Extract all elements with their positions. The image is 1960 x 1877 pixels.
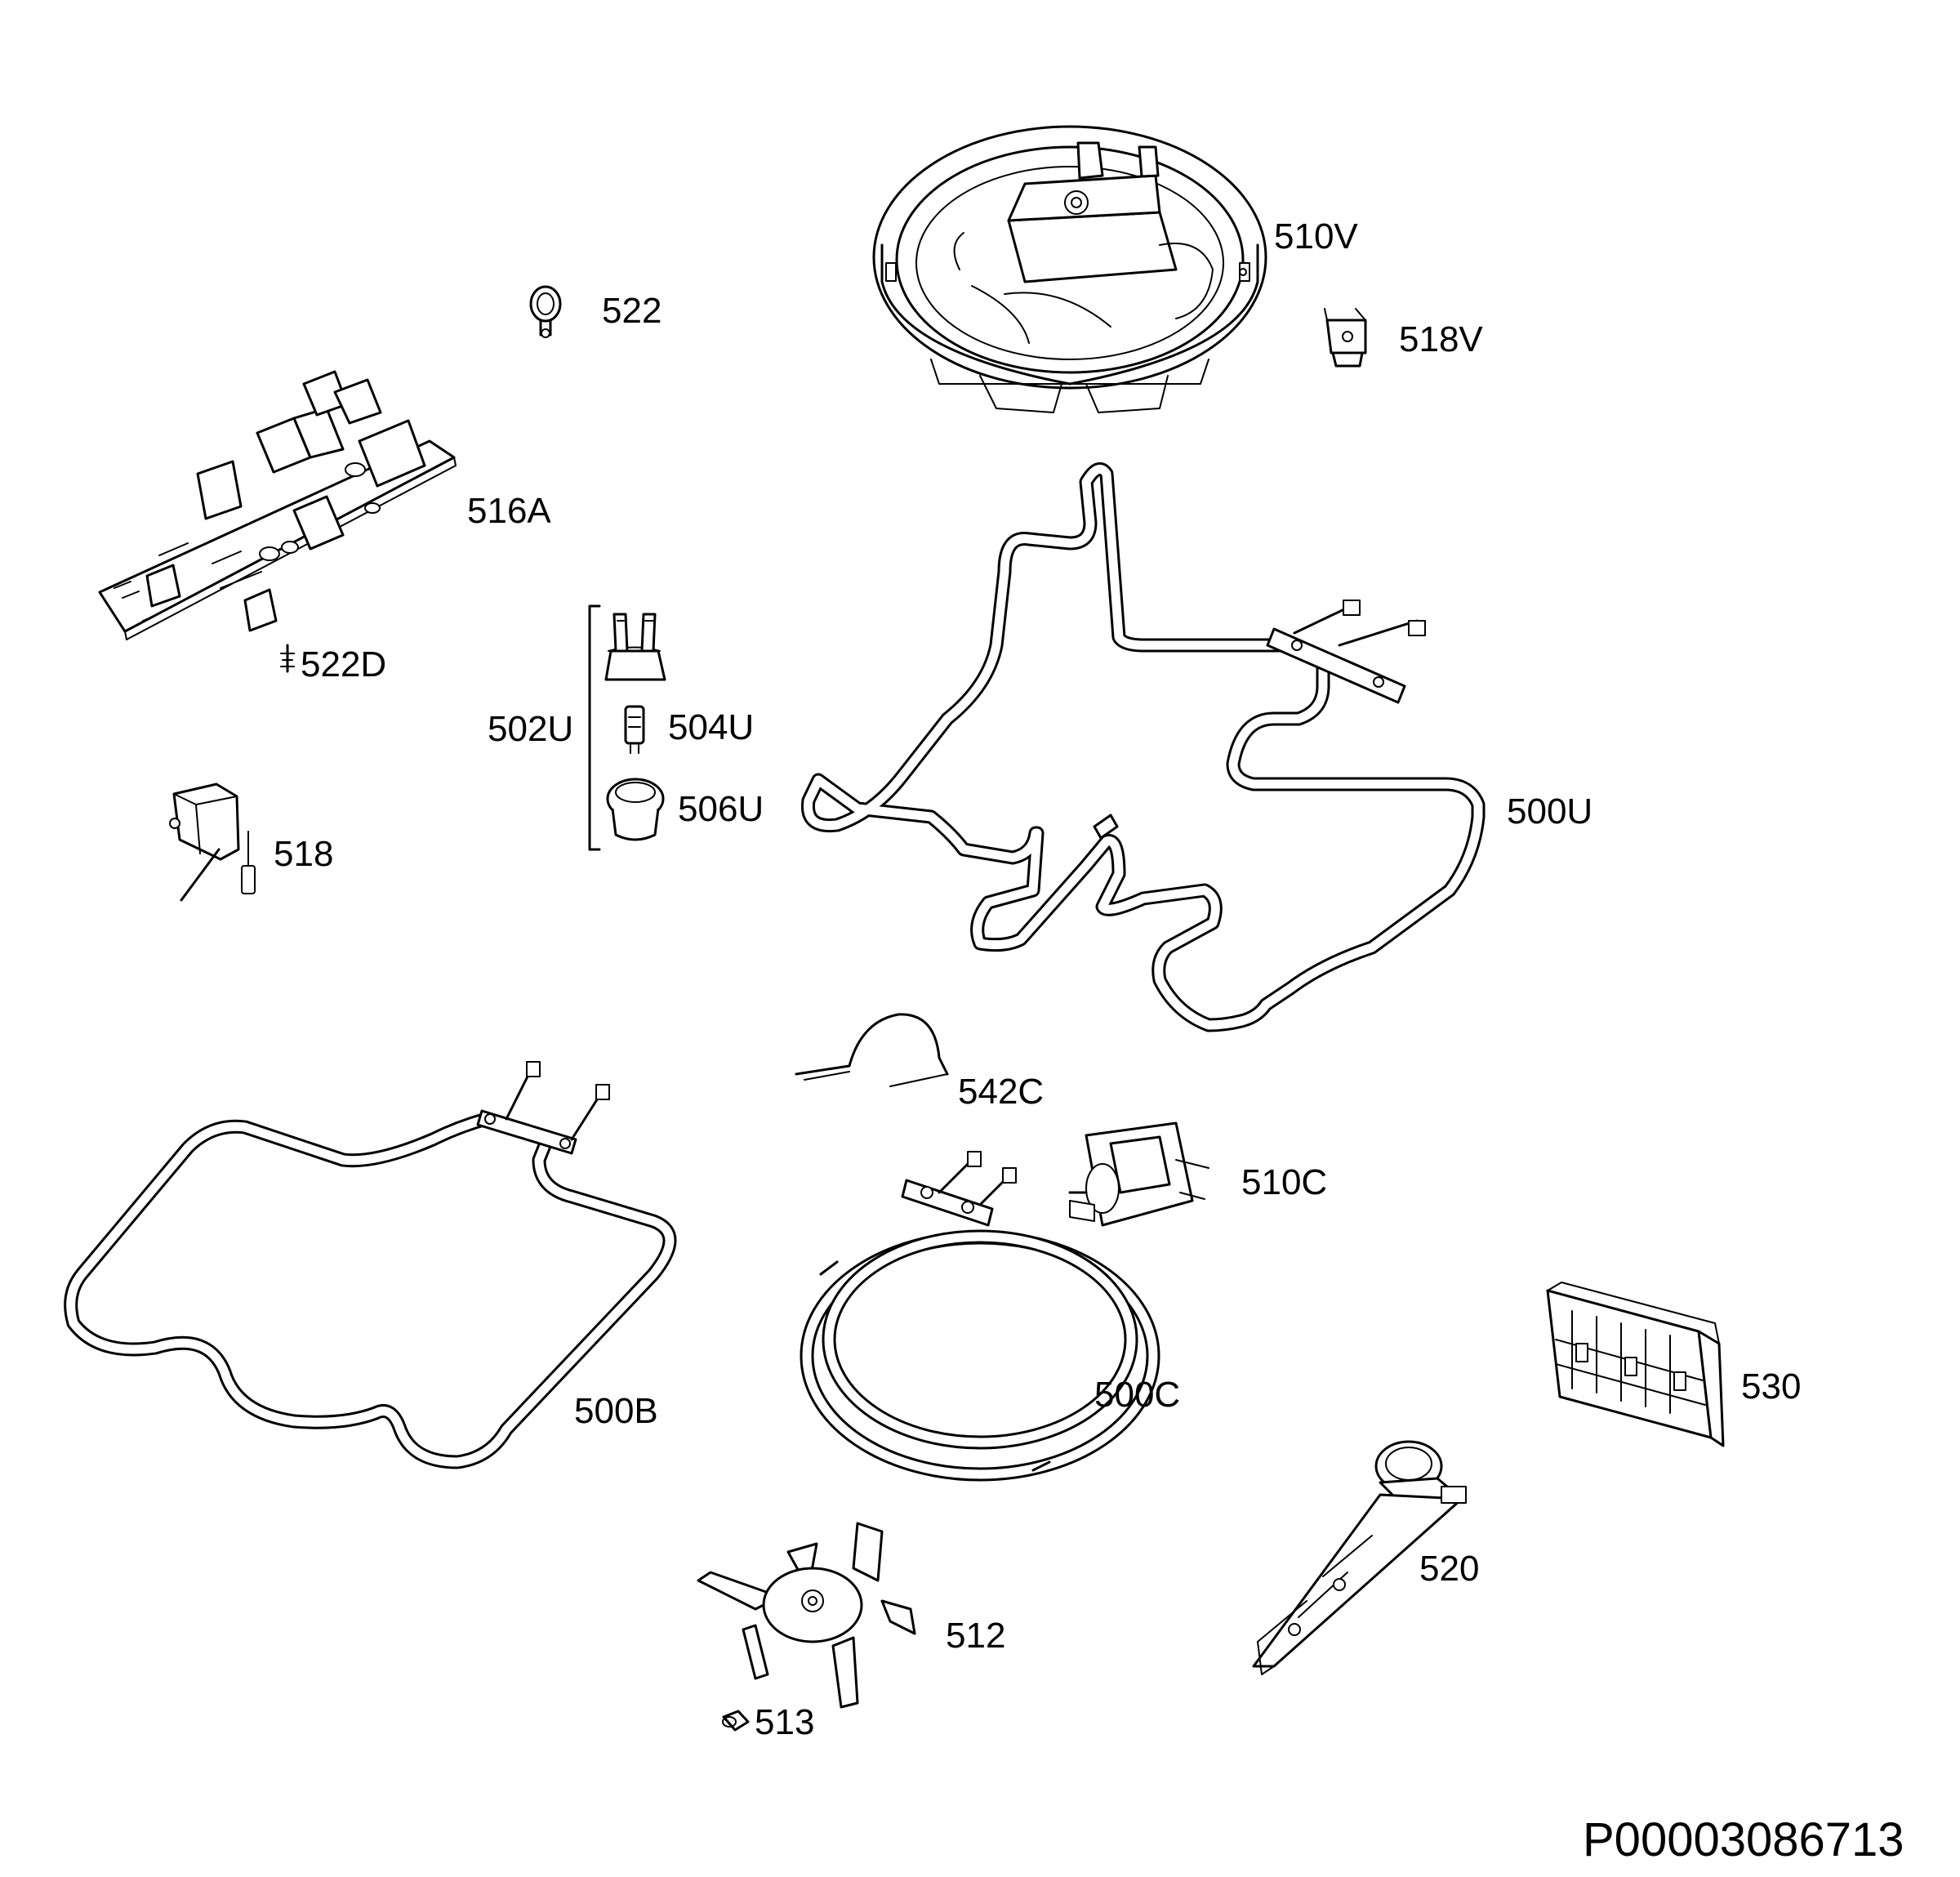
- label-500C: 500C: [1094, 1375, 1180, 1415]
- part-522-clip: [529, 285, 562, 338]
- label-522: 522: [602, 291, 662, 331]
- label-504U: 504U: [668, 707, 754, 747]
- label-516A: 516A: [467, 491, 551, 531]
- label-542C: 542C: [958, 1072, 1044, 1112]
- document-id: P00003086713: [1583, 1813, 1904, 1866]
- label-518V: 518V: [1399, 319, 1483, 359]
- part-504U-lamp: [624, 705, 645, 754]
- part-518-thermostat-probe: [169, 782, 256, 902]
- part-500B-bottom-element: [64, 1061, 677, 1469]
- part-522D-fastener: [280, 644, 295, 673]
- part-512-fan-blade: [697, 1522, 916, 1709]
- part-530-terminal-block: [1546, 1282, 1725, 1447]
- part-502U-lamp-holder: [604, 613, 666, 681]
- part-516A-electronic-board: [98, 370, 457, 640]
- part-542C-clip: [795, 1013, 949, 1087]
- label-513: 513: [755, 1702, 814, 1742]
- label-502U: 502U: [488, 709, 573, 749]
- part-520-timer: [1252, 1440, 1467, 1675]
- lamp-group-bracket: [588, 604, 601, 851]
- label-530: 530: [1741, 1367, 1801, 1407]
- part-506U-lamp-cover: [606, 778, 665, 841]
- label-510V: 510V: [1274, 216, 1358, 256]
- label-522D: 522D: [301, 644, 386, 684]
- label-510C: 510C: [1241, 1162, 1327, 1202]
- part-518V-thermostat: [1324, 308, 1367, 368]
- label-506U: 506U: [678, 789, 764, 829]
- part-500C-circular-element: [800, 1151, 1160, 1482]
- label-512: 512: [946, 1616, 1005, 1656]
- part-500U-grill-element: [800, 462, 1486, 1032]
- label-520: 520: [1419, 1549, 1479, 1589]
- part-513-nut: [722, 1710, 750, 1732]
- label-500U: 500U: [1507, 791, 1592, 831]
- part-510V-fan-motor-assembly: [872, 125, 1267, 413]
- part-510C-motor: [1068, 1121, 1209, 1227]
- label-518: 518: [274, 834, 333, 874]
- label-500B: 500B: [574, 1391, 658, 1431]
